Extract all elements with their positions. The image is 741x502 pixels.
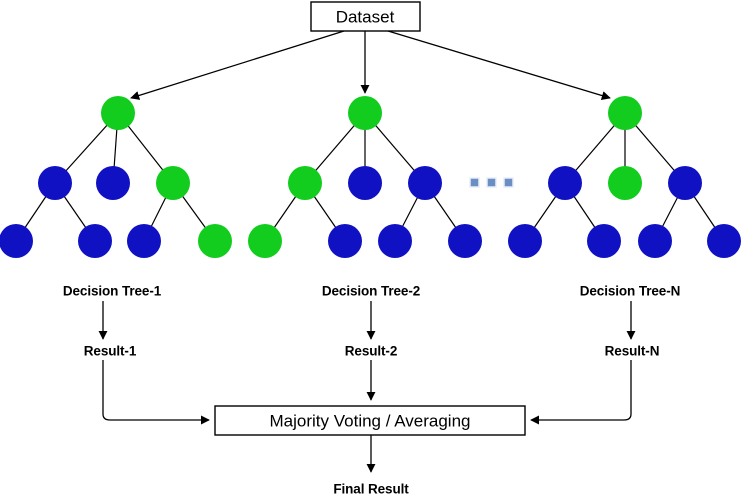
result-to-aggregation-arrows bbox=[102, 360, 632, 425]
result-label-1: Result-1 bbox=[83, 343, 137, 359]
decision-tree-2 bbox=[248, 96, 482, 258]
tree-label-2: Decision Tree-2 bbox=[321, 283, 421, 299]
tree-node-l3-0 bbox=[508, 224, 542, 258]
dataset-box bbox=[310, 1, 421, 32]
arrow-result-n-to-voting bbox=[530, 360, 632, 425]
tree-node-l3-2 bbox=[638, 224, 672, 258]
tree-node-l2-1 bbox=[348, 166, 382, 200]
tree-node-l3-1 bbox=[587, 224, 621, 258]
arrow-result-1-to-voting bbox=[102, 360, 210, 425]
tree-node-l3-3 bbox=[707, 224, 741, 258]
tree-node-l2-2 bbox=[408, 166, 442, 200]
arrow-dataset-to-tree-n bbox=[387, 30, 611, 100]
tree-node-l2-2 bbox=[668, 166, 702, 200]
tree-node-l3-1 bbox=[328, 224, 362, 258]
tree-node-root bbox=[608, 96, 642, 130]
tree-label-1: Decision Tree-1 bbox=[62, 283, 162, 299]
tree-node-l2-0 bbox=[288, 166, 322, 200]
dataset-to-trees-arrows bbox=[130, 30, 611, 100]
tree-node-l3-0 bbox=[0, 224, 33, 258]
arrow-dataset-to-tree-1 bbox=[130, 30, 345, 100]
ellipsis-icon bbox=[469, 177, 514, 188]
tree-node-root bbox=[348, 96, 382, 130]
tree-node-l2-0 bbox=[38, 166, 72, 200]
tree-node-l3-3 bbox=[198, 224, 232, 258]
tree-node-l2-1 bbox=[96, 166, 130, 200]
tree-node-root bbox=[101, 96, 135, 130]
tree-label-n: Decision Tree-N bbox=[579, 283, 681, 299]
trees-layer bbox=[0, 96, 741, 258]
tree-node-l3-2 bbox=[127, 224, 161, 258]
tree-node-l3-1 bbox=[78, 224, 112, 258]
majority-voting-box bbox=[214, 405, 526, 436]
result-label-n: Result-N bbox=[604, 343, 660, 359]
tree-node-l3-0 bbox=[248, 224, 282, 258]
final-result-label: Final Result bbox=[333, 481, 409, 497]
decision-tree-n bbox=[508, 96, 741, 258]
tree-node-l3-2 bbox=[378, 224, 412, 258]
tree-node-l2-2 bbox=[156, 166, 190, 200]
decision-tree-1 bbox=[0, 96, 232, 258]
majority-voting-label: Majority Voting / Averaging bbox=[269, 411, 471, 431]
tree-node-l2-1 bbox=[608, 166, 642, 200]
tree-node-l3-3 bbox=[448, 224, 482, 258]
result-label-2: Result-2 bbox=[344, 343, 398, 359]
dataset-label: Dataset bbox=[335, 7, 395, 27]
tree-node-l2-0 bbox=[548, 166, 582, 200]
tree-to-result-arrows bbox=[98, 301, 636, 340]
